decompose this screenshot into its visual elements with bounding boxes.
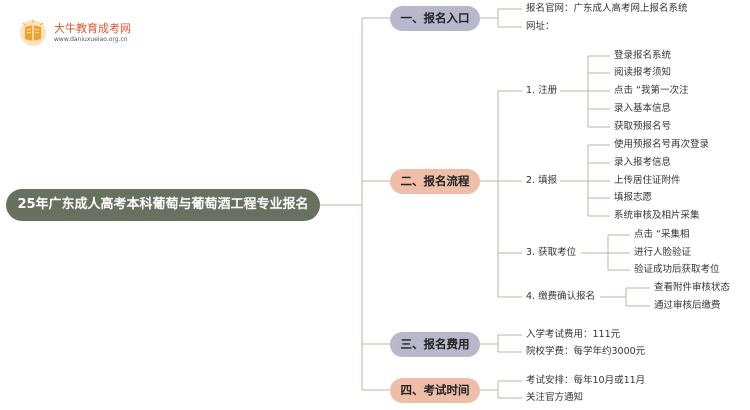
root-node: 25年广东成人高考本科葡萄与葡萄酒工程专业报名	[6, 189, 320, 221]
step-item: 系统审核及相片采集	[614, 210, 700, 221]
branch-registration-process: 二、报名流程	[390, 169, 480, 194]
exam-item: 考试安排：每年10月或11月	[526, 375, 646, 386]
step-item: 上传居住证附件	[614, 175, 681, 186]
site-logo[interactable]: 大牛教育成考网 www.daniuxueiao.org.cn	[18, 18, 168, 48]
step-item: 点击 “我第一次注	[614, 85, 689, 96]
book-icon	[20, 20, 46, 46]
entry-website: 报名官网：广东成人高考网上报名系统	[526, 3, 688, 14]
logo-name: 大牛教育成考网	[54, 22, 131, 35]
step-item: 获取预报名号	[614, 121, 672, 132]
entry-url-label: 网址：	[526, 21, 555, 32]
step-item: 使用预报名号再次登录	[614, 139, 710, 150]
step-item: 通过审核后缴费	[654, 300, 721, 311]
step-item: 录入报考信息	[614, 157, 672, 168]
step-register: 1. 注册	[526, 85, 558, 96]
step-fill-in: 2. 填报	[526, 175, 558, 186]
step-item: 录入基本信息	[614, 103, 672, 114]
logo-url: www.daniuxueiao.org.cn	[54, 36, 128, 43]
fee-item: 院校学费：每学年约3000元	[526, 346, 646, 357]
step-item: 查看附件审核状态	[654, 282, 731, 293]
branch-exam-time: 四、考试时间	[390, 378, 480, 403]
step-pay-confirm: 4. 缴费确认报名	[526, 291, 596, 302]
branch-registration-fees: 三、报名费用	[390, 332, 480, 357]
step-item: 进行人脸验证	[634, 247, 692, 258]
step-item: 点击 “采集相	[634, 229, 690, 240]
branch-registration-entry: 一、报名入口	[390, 6, 480, 31]
exam-item: 关注官方通知	[526, 392, 584, 403]
fee-item: 入学考试费用：111元	[526, 329, 621, 340]
step-item: 登录报名系统	[614, 50, 672, 61]
step-item: 验证成功后获取考位	[634, 264, 720, 275]
step-get-seat: 3. 获取考位	[526, 247, 577, 258]
step-item: 阅读报考须知	[614, 67, 672, 78]
step-item: 填报志愿	[614, 192, 653, 203]
